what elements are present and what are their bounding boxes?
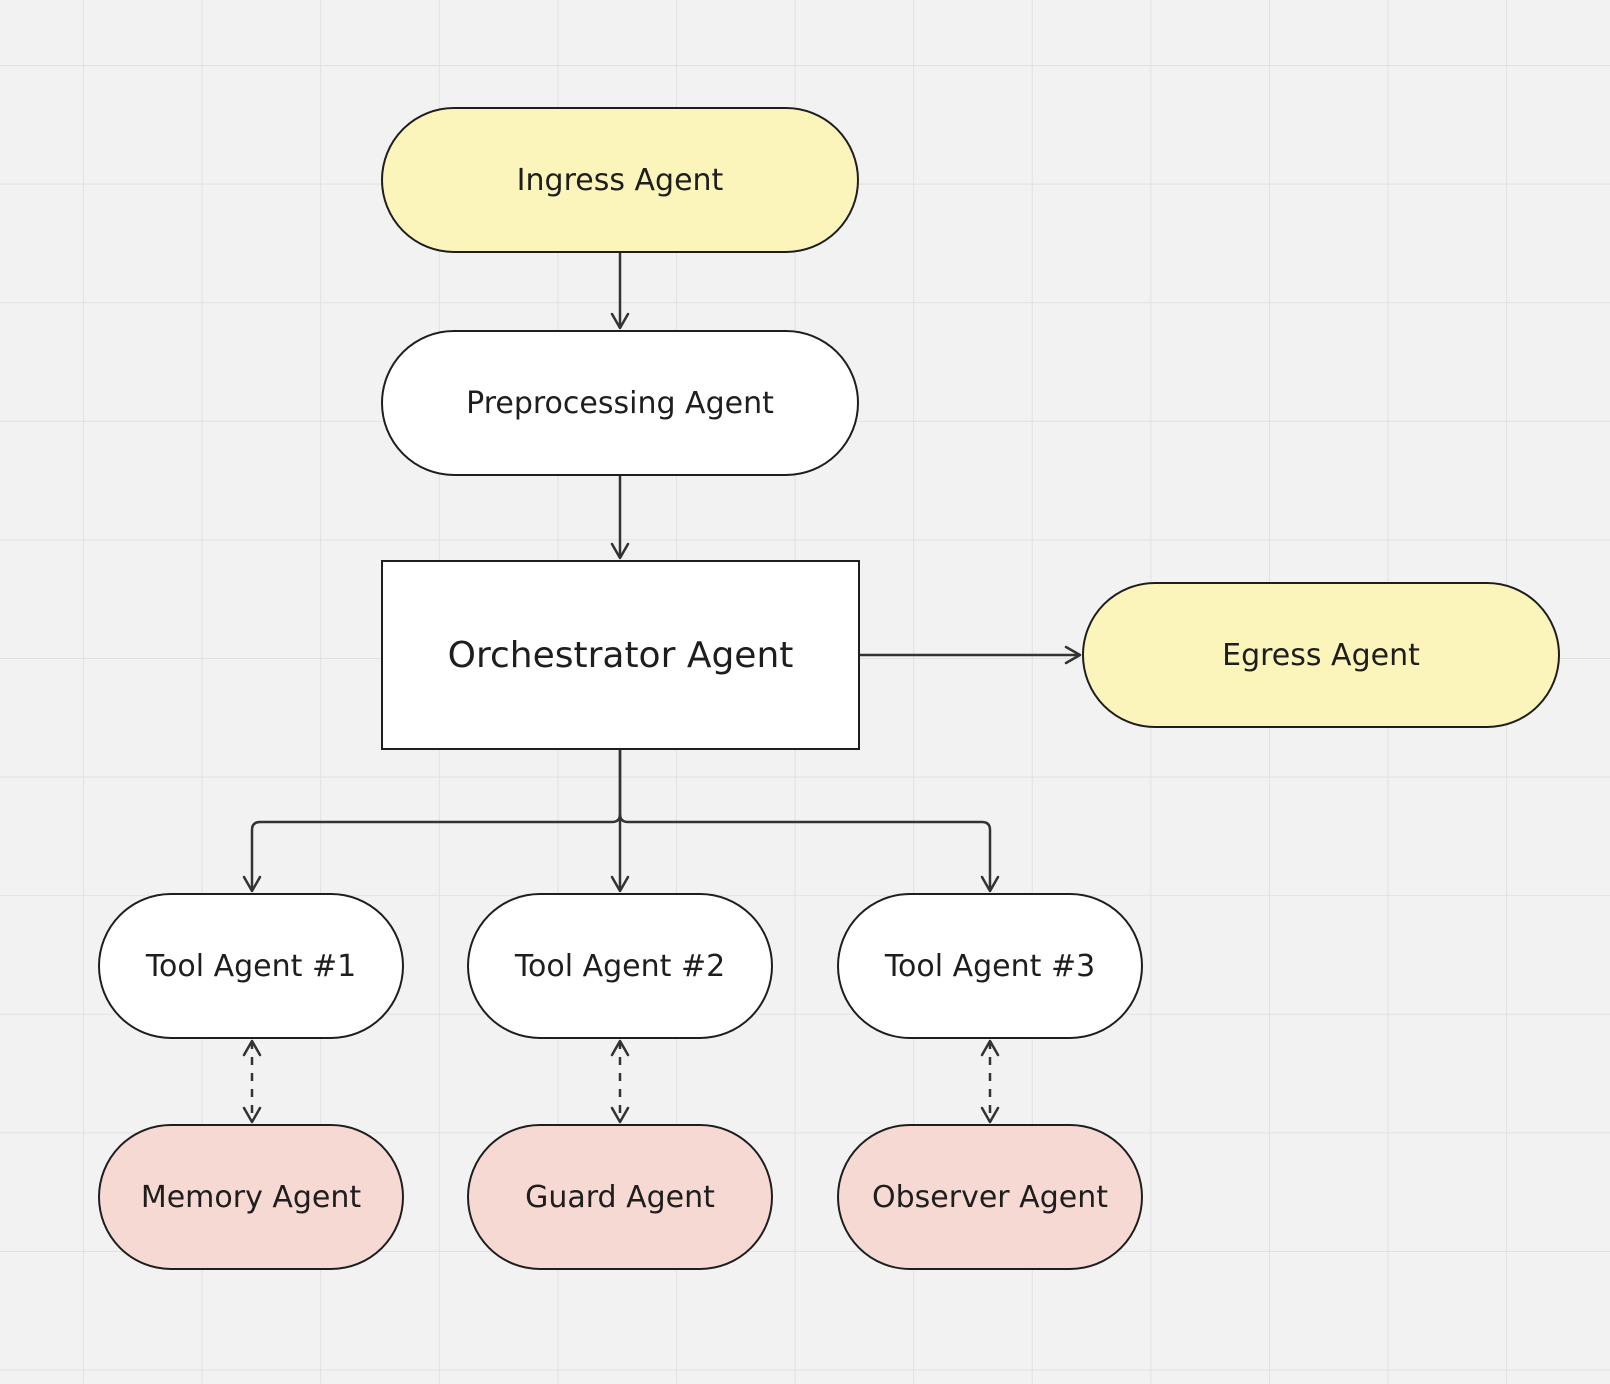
preprocessing-agent-node[interactable]: Preprocessing Agent: [381, 330, 859, 476]
observer-agent-label: Observer Agent: [872, 1179, 1108, 1215]
orchestrator-agent-node[interactable]: Orchestrator Agent: [381, 560, 860, 750]
edge-orchestrator-to-tool1: [242, 750, 622, 893]
tool-agent-3-node[interactable]: Tool Agent #3: [837, 893, 1143, 1039]
preprocessing-agent-label: Preprocessing Agent: [466, 385, 774, 421]
egress-agent-node[interactable]: Egress Agent: [1082, 582, 1560, 728]
edge-orchestrator-to-tool3: [618, 813, 1000, 893]
guard-agent-node[interactable]: Guard Agent: [467, 1124, 773, 1270]
tool-agent-2-node[interactable]: Tool Agent #2: [467, 893, 773, 1039]
tool-agent-3-label: Tool Agent #3: [884, 948, 1096, 984]
egress-agent-label: Egress Agent: [1222, 637, 1420, 673]
ingress-agent-node[interactable]: Ingress Agent: [381, 107, 859, 253]
ingress-agent-label: Ingress Agent: [516, 162, 724, 198]
tool-agent-1-node[interactable]: Tool Agent #1: [98, 893, 404, 1039]
tool-agent-1-label: Tool Agent #1: [145, 948, 357, 984]
memory-agent-node[interactable]: Memory Agent: [98, 1124, 404, 1270]
orchestrator-agent-label: Orchestrator Agent: [447, 634, 794, 676]
observer-agent-node[interactable]: Observer Agent: [837, 1124, 1143, 1270]
guard-agent-label: Guard Agent: [525, 1179, 715, 1215]
tool-agent-2-label: Tool Agent #2: [514, 948, 726, 984]
memory-agent-label: Memory Agent: [140, 1179, 362, 1215]
